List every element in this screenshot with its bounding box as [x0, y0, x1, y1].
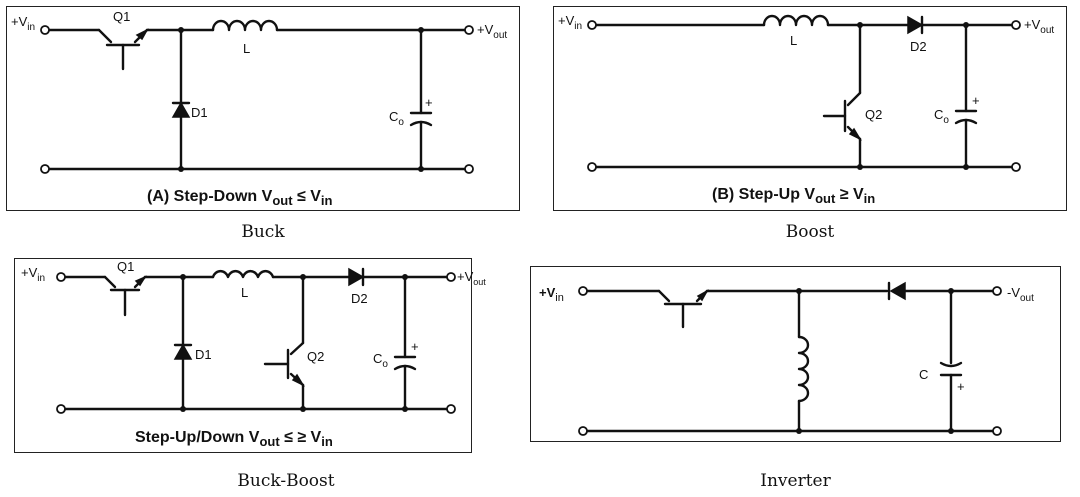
boost-vout-label: +Vout — [1024, 17, 1054, 36]
inverter-c-plus: + — [957, 379, 965, 394]
boost-terminal-vout — [1011, 20, 1021, 30]
buck-junction — [178, 166, 184, 172]
boost-terminal-ground-in — [587, 162, 597, 172]
inverter-terminal-ground-out — [992, 426, 1002, 436]
buck-capacitor-co — [409, 28, 433, 171]
buck-boost-co-label: Co — [373, 351, 388, 370]
buck-boost-junction — [402, 274, 408, 280]
buck-boost-vout-label: +Vout — [457, 269, 486, 287]
boost-capacitor-co — [954, 23, 978, 169]
buck-boost-junction — [180, 406, 186, 412]
buck-terminal-vout — [464, 25, 474, 35]
buck-terminal-ground-out — [464, 164, 474, 174]
inverter-terminal-vout — [992, 286, 1002, 296]
buck-boost-d2-label: D2 — [351, 291, 368, 306]
inverter-vout-label: -Vout — [1007, 285, 1034, 304]
buck-vin-label: +Vin — [11, 14, 35, 33]
buck-junction — [418, 27, 424, 33]
boost-co-label: Co — [934, 107, 949, 126]
inverter-vin-label: +Vin — [539, 285, 564, 304]
inverter-panel: +Vin -Vout C + — [530, 266, 1061, 442]
buck-boost-d1-label: D1 — [195, 347, 212, 362]
boost-junction — [963, 22, 969, 28]
inverter-terminal-vin — [578, 286, 588, 296]
boost-terminal-ground-out — [1011, 162, 1021, 172]
buck-co-plus: + — [425, 95, 433, 110]
boost-caption: Boost — [785, 222, 835, 242]
boost-d2-label: D2 — [910, 39, 927, 54]
boost-junction — [857, 22, 863, 28]
buck-boost-junction — [402, 406, 408, 412]
buck-boost-terminal-ground-in — [56, 404, 66, 414]
buck-q1-label: Q1 — [113, 9, 130, 24]
buck-diode-d1 — [171, 28, 191, 171]
buck-boost-co-plus: + — [411, 339, 419, 354]
buck-boost-diode-d1 — [173, 275, 193, 411]
buck-boost-transistor-q1 — [103, 275, 147, 317]
buck-boost-capacitor-co — [393, 275, 417, 411]
inverter-capacitor-c — [939, 289, 963, 433]
buck-boost-panel: +Vin +Vout Q1 L D2 D1 Q2 Co + Step-Up/Do… — [14, 258, 486, 453]
buck-caption: Buck — [241, 222, 285, 242]
boost-schematic: +Vin +Vout L D2 Q2 Co + (B) Step-Up Vout… — [558, 13, 1054, 206]
buck-boost-terminal-vout — [446, 272, 456, 282]
boost-junction — [857, 164, 863, 170]
buck-boost-transistor-q2 — [263, 275, 305, 411]
inverter-junction — [796, 428, 802, 434]
buck-inductor — [211, 19, 279, 32]
buck-vout-label: +Vout — [477, 22, 507, 41]
buck-boost-schematic: +Vin +Vout Q1 L D2 D1 Q2 Co + Step-Up/Do… — [21, 259, 486, 449]
inverter-c-label: C — [919, 367, 928, 382]
boost-q2-label: Q2 — [865, 107, 882, 122]
boost-terminal-vin — [587, 20, 597, 30]
buck-boost-q2-label: Q2 — [307, 349, 324, 364]
inverter-junction — [948, 428, 954, 434]
buck-boost-junction — [180, 274, 186, 280]
buck-boost-junction — [300, 406, 306, 412]
buck-boost-junction — [300, 274, 306, 280]
inverter-terminal-ground-in — [578, 426, 588, 436]
buck-junction — [178, 27, 184, 33]
buck-schematic: +Vin +Vout Q1 D1 L Co + (A) Step-Down Vo… — [11, 9, 507, 208]
boost-transistor-q2 — [822, 23, 862, 169]
boost-l-label: L — [790, 33, 797, 48]
buck-boost-title: Step-Up/Down Vout ≤ ≥ Vin — [135, 429, 333, 449]
buck-boost-terminal-vin — [56, 272, 66, 282]
inverter-transistor — [657, 289, 709, 329]
buck-title: (A) Step-Down Vout ≤ Vin — [147, 188, 333, 208]
buck-boost-terminal-ground-out — [446, 404, 456, 414]
buck-boost-diode-d2 — [348, 267, 365, 287]
buck-junction — [418, 166, 424, 172]
buck-terminal-ground-in — [40, 164, 50, 174]
boost-diode-d2 — [907, 15, 924, 35]
buck-boost-caption: Buck-Boost — [237, 471, 335, 491]
boost-title: (B) Step-Up Vout ≥ Vin — [712, 186, 875, 206]
buck-transistor-q1 — [97, 28, 149, 71]
buck-boost-q1-label: Q1 — [117, 259, 134, 274]
boost-vin-label: +Vin — [558, 13, 582, 32]
buck-boost-l-label: L — [241, 285, 248, 300]
buck-panel: +Vin +Vout Q1 D1 L Co + (A) Step-Down Vo… — [6, 6, 520, 211]
inverter-junction — [948, 288, 954, 294]
buck-boost-vin-label: +Vin — [21, 265, 45, 284]
inverter-schematic: +Vin -Vout C + — [539, 281, 1034, 436]
inverter-diode — [887, 281, 906, 301]
buck-l-label: L — [243, 41, 250, 56]
inverter-junction — [796, 288, 802, 294]
buck-boost-inductor — [211, 270, 275, 279]
buck-terminal-vin — [40, 25, 50, 35]
buck-co-label: Co — [389, 109, 404, 128]
boost-inductor — [762, 14, 830, 27]
boost-junction — [963, 164, 969, 170]
inverter-inductor — [797, 335, 810, 403]
boost-co-plus: + — [972, 93, 980, 108]
inverter-caption: Inverter — [760, 471, 831, 491]
boost-panel: +Vin +Vout L D2 Q2 Co + (B) Step-Up Vout… — [553, 6, 1067, 211]
buck-d1-label: D1 — [191, 105, 208, 120]
